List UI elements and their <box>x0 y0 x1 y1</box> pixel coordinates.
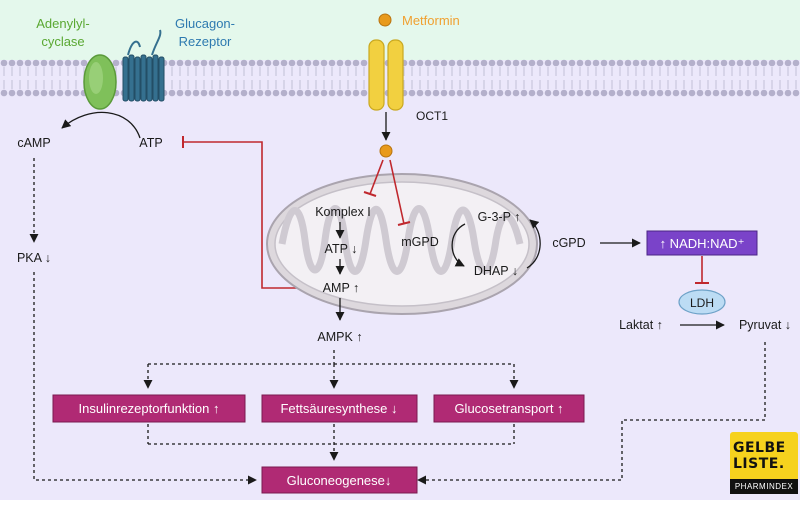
adenylyl-label-2: cyclase <box>41 34 84 49</box>
adenylyl-cyclase <box>83 54 117 110</box>
atp-label: ATP <box>139 136 162 150</box>
oct1-label: OCT1 <box>416 109 448 123</box>
ldh-label: LDH <box>690 296 714 310</box>
logo-line-2: LISTE. <box>733 456 785 472</box>
inhibition-bar <box>397 221 411 226</box>
mito-atp-label: ATP ↓ <box>325 242 358 256</box>
oct1-transporter <box>368 39 404 111</box>
g3p-to-dhap-arrow <box>451 223 466 267</box>
amp-inhibits-adenylyl-line <box>184 141 321 289</box>
effect-insulin-label: Insulinrezeptorfunktion ↑ <box>79 401 220 416</box>
metformin-molecule-icon <box>378 13 392 27</box>
adenylyl-label-1: Adenylyl- <box>36 16 89 31</box>
camp-label: cAMP <box>17 136 50 150</box>
gelbe-liste-logo: GELBE LISTE. PHARMINDEX <box>730 432 798 494</box>
metformin-inhibits-komplex-line <box>369 159 384 195</box>
logo-line-3: PHARMINDEX <box>730 479 798 494</box>
effect-glucose-transport-label: Glucosetransport ↑ <box>454 401 563 416</box>
logo-line-1: GELBE <box>733 440 786 456</box>
mitochondrion <box>266 173 538 315</box>
g3p-label: G-3-P ↑ <box>478 210 521 224</box>
pyruvat-to-gluconeogenesis-arrow <box>417 342 766 485</box>
inhibition-bar <box>363 191 377 197</box>
glucagon-label-1: Glucagon- <box>175 16 235 31</box>
glucagon-receptor <box>122 29 165 102</box>
effect-box-glucose-transport <box>433 394 585 423</box>
pka-to-gluconeogenesis-arrow <box>33 272 257 485</box>
ldh-enzyme <box>678 289 726 315</box>
effects-merge-arrows <box>147 424 515 461</box>
laktat-label: Laktat ↑ <box>619 318 663 332</box>
gluconeogenesis-box <box>261 466 418 494</box>
nadh-label: ↑ NADH:NAD⁺ <box>660 236 745 251</box>
dhap-label: DHAP ↓ <box>474 264 518 278</box>
atp-to-camp-arrow <box>61 111 141 139</box>
pyruvat-label: Pyruvat ↓ <box>739 318 791 332</box>
gluconeogenesis-label: Gluconeogenese↓ <box>287 473 392 488</box>
pka-label: PKA ↓ <box>17 251 51 265</box>
effect-box-insulin <box>52 394 246 423</box>
metformin-intracellular-icon <box>379 144 393 158</box>
glucagon-label-2: Rezeptor <box>179 34 232 49</box>
metformin-inhibits-mgpd-line <box>389 159 405 225</box>
ampk-branch-arrows <box>143 350 519 389</box>
effect-fatty-acid-label: Fettsäuresynthese ↓ <box>280 401 397 416</box>
metformin-label: Metformin <box>402 13 460 28</box>
nadh-ratio-box <box>646 230 758 256</box>
komplex-label: Komplex I <box>315 205 371 219</box>
effect-box-fatty-acid <box>261 394 418 423</box>
mgpd-label: mGPD <box>401 235 439 249</box>
cgpd-label: cGPD <box>552 236 585 250</box>
amp-label: AMP ↑ <box>323 281 360 295</box>
ampk-label: AMPK ↑ <box>317 330 362 344</box>
dhap-to-g3p-arrow <box>526 219 541 269</box>
